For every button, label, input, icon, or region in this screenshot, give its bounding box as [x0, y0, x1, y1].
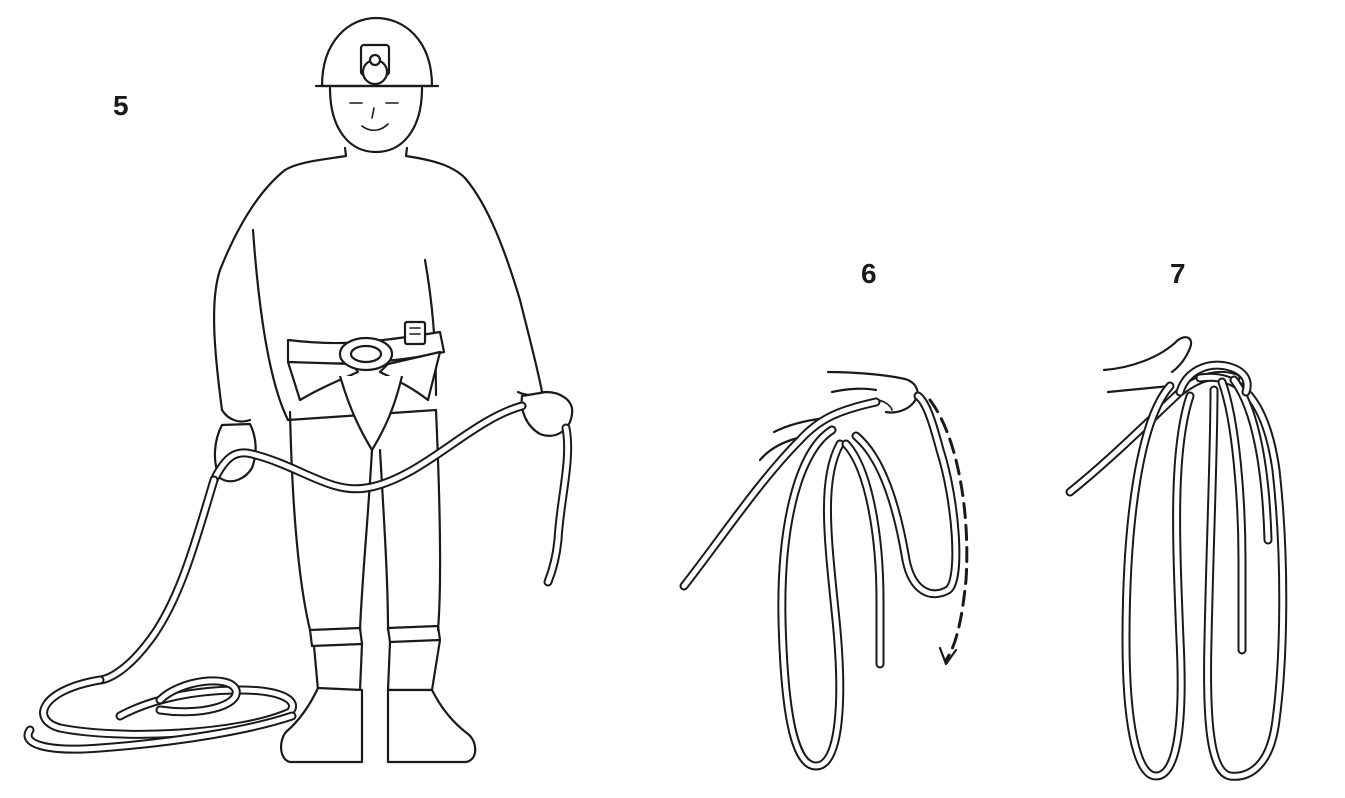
- step-5-label: 5: [113, 92, 129, 120]
- step-7-coil-figure: [1070, 337, 1283, 776]
- hand-icon: [1104, 337, 1191, 392]
- helmet-icon: [316, 18, 438, 86]
- legs: [290, 410, 440, 690]
- step-5-climber-figure: [28, 18, 572, 762]
- step-6-loop-figure: [684, 372, 967, 766]
- step-6-label: 6: [861, 260, 877, 288]
- head: [330, 88, 422, 152]
- step-7-label: 7: [1170, 260, 1186, 288]
- boots: [281, 688, 475, 762]
- harness: [288, 322, 444, 450]
- rope-held: [100, 406, 568, 680]
- rope-pile: [28, 680, 292, 749]
